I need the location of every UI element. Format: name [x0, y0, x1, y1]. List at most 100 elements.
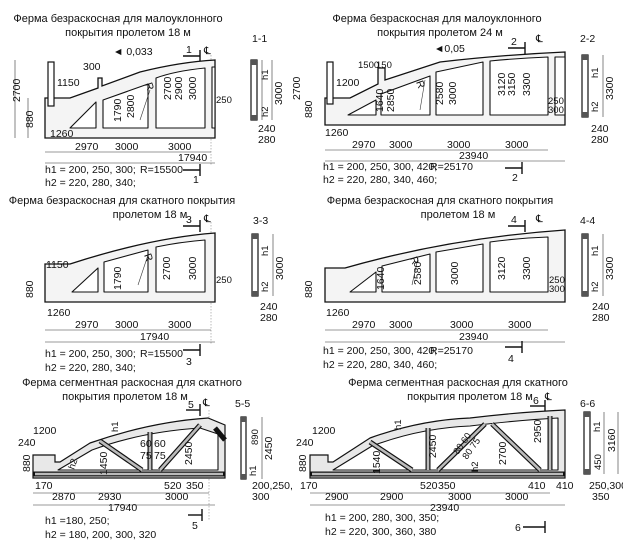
- panel-truss-3-3: Ферма безраскосная для скатного покрытия…: [9, 195, 286, 374]
- dim-label: h2: [66, 457, 80, 471]
- panel-title-line2: покрытия пролетом 18 м: [65, 27, 191, 39]
- svg-text:h2: h2: [260, 281, 271, 292]
- radius-value: R=25170: [430, 161, 473, 173]
- cut-mark-top: 5: [186, 399, 201, 416]
- h2-values: h2 = 220, 280, 340;: [45, 362, 136, 374]
- dim-label: 2930: [98, 491, 122, 503]
- dim-label: 1260: [326, 307, 350, 319]
- dim-label: 3000: [450, 319, 474, 331]
- h2-values: h2 = 220, 280, 340, 460;: [323, 174, 437, 186]
- dim-label: 880: [303, 100, 315, 118]
- svg-text:240: 240: [592, 301, 610, 313]
- h2-values: h2 = 220, 280, 340, 460;: [323, 359, 437, 371]
- h1-values: h1 = 200, 250, 300, 420;: [323, 161, 437, 173]
- cross-section-4-4: h1 3300 h2 240 280: [581, 233, 616, 324]
- h2-values: h2 = 220, 300, 360, 380: [325, 526, 436, 538]
- dim-label: 23940: [430, 502, 459, 514]
- dim-label: 1200: [336, 77, 360, 89]
- svg-text:h2: h2: [590, 281, 601, 292]
- svg-text:h1: h1: [260, 245, 271, 256]
- dim-label: 3000: [389, 139, 413, 151]
- dim-label: 2900: [173, 76, 185, 100]
- dim-label: 2900: [325, 491, 349, 503]
- dim-label: 3150: [506, 72, 518, 96]
- dim-label: 2850: [385, 88, 397, 112]
- panel-truss-6-6: Ферма сегментная раскосная для скатного …: [296, 377, 623, 538]
- h1-values: h1 =180, 250;: [45, 515, 110, 527]
- dim-label: 880: [21, 454, 33, 472]
- dim-label: 3000: [115, 141, 139, 153]
- dim-label: 2450: [427, 434, 439, 458]
- dim-label: 2700: [162, 76, 174, 100]
- dim-label: 3000: [168, 319, 192, 331]
- h2-values: h2 = 180, 200, 300, 320: [45, 529, 156, 541]
- dim-label: 240: [296, 437, 314, 449]
- svg-text:h1: h1: [260, 69, 271, 80]
- h1-values: h1 = 200, 250, 300;: [45, 348, 136, 360]
- dim-label: 1640: [374, 88, 386, 112]
- panel-title-line1: Ферма сегментная раскосная для скатного: [22, 377, 242, 389]
- svg-text:3: 3: [186, 356, 192, 368]
- dim-label: 2700: [497, 441, 509, 465]
- dim-label: 250: [549, 275, 565, 286]
- dim-label: 1260: [47, 307, 71, 319]
- cross-section-3-3: h1 3000 h2 240 280: [251, 233, 286, 324]
- panel-title-line2: покрытия пролетом 24 м: [377, 27, 503, 39]
- panel-title-line2: пролетом 18 м: [421, 209, 496, 221]
- dim-label: 2580: [412, 261, 424, 285]
- dim-label: 300: [83, 61, 101, 73]
- dim-label: 880: [24, 280, 36, 298]
- dim-label: 300: [549, 284, 565, 295]
- dim-label: 3000: [187, 76, 199, 100]
- panel-title-line2: покрытия пролетом 18 м: [407, 391, 533, 403]
- svg-text:5: 5: [192, 520, 198, 532]
- dim-label: 2950: [532, 419, 544, 443]
- dim-label: 880: [297, 454, 309, 472]
- dim-label: 23940: [459, 331, 488, 343]
- dim-label: 2870: [52, 491, 76, 503]
- radius-value: R=15500: [140, 164, 183, 176]
- dim-label: 170: [300, 480, 318, 492]
- svg-text:200,250,: 200,250,: [252, 480, 293, 492]
- svg-text:5: 5: [188, 399, 194, 411]
- panel-truss-1-1: Ферма безраскосная для малоуклонного пок…: [11, 13, 285, 189]
- svg-text:3300: 3300: [604, 76, 616, 100]
- dim-label: 3000: [505, 139, 529, 151]
- dim-label: 3000: [508, 319, 532, 331]
- h1-values: h1 = 200, 250, 300;: [45, 164, 136, 176]
- svg-text:250,300: 250,300: [589, 480, 623, 492]
- dim-label: h1: [110, 421, 121, 432]
- dim-label: 1150: [57, 77, 80, 89]
- panel-title-line1: Ферма безраскосная для малоуклонного: [13, 13, 222, 25]
- radius-value: R=25170: [430, 345, 473, 357]
- svg-text:6: 6: [515, 522, 521, 534]
- dim-label: 350: [186, 480, 204, 492]
- svg-text:280: 280: [258, 134, 276, 146]
- dim-label: 17940: [178, 152, 207, 164]
- slope-label: ◄ 0,033: [113, 46, 153, 58]
- dim-label: 3000: [447, 139, 471, 151]
- dim-label: 1540: [371, 450, 383, 474]
- dim-label: 3000: [168, 141, 192, 153]
- dim-label: 3000: [389, 319, 413, 331]
- svg-text:2450: 2450: [263, 436, 275, 460]
- svg-text:h1: h1: [590, 67, 601, 78]
- panel-title-line2: покрытия пролетом 18 м: [62, 391, 188, 403]
- svg-text:280: 280: [591, 134, 609, 146]
- dim-label: 170: [35, 480, 53, 492]
- section-label: 1-1: [252, 33, 267, 45]
- h1-values: h1 = 200, 250, 300, 420;: [323, 345, 437, 357]
- panel-title-line2: пролетом 18 м: [113, 209, 188, 221]
- svg-text:280: 280: [260, 312, 278, 324]
- cut-mark-top: 2: [508, 36, 526, 54]
- dim-label: 3000: [165, 491, 189, 503]
- dim-label: 520: [164, 480, 182, 492]
- svg-text:450: 450: [593, 454, 604, 470]
- dim-label: 3120: [496, 72, 508, 96]
- dim-label: 150: [376, 60, 392, 71]
- centerline-icon: ℄: [535, 213, 543, 225]
- svg-text:3300: 3300: [604, 256, 616, 280]
- cross-section-6-6: h1 3160 450 250,300 350: [583, 411, 623, 503]
- svg-text:3160: 3160: [606, 428, 618, 452]
- svg-text:h1: h1: [592, 421, 603, 432]
